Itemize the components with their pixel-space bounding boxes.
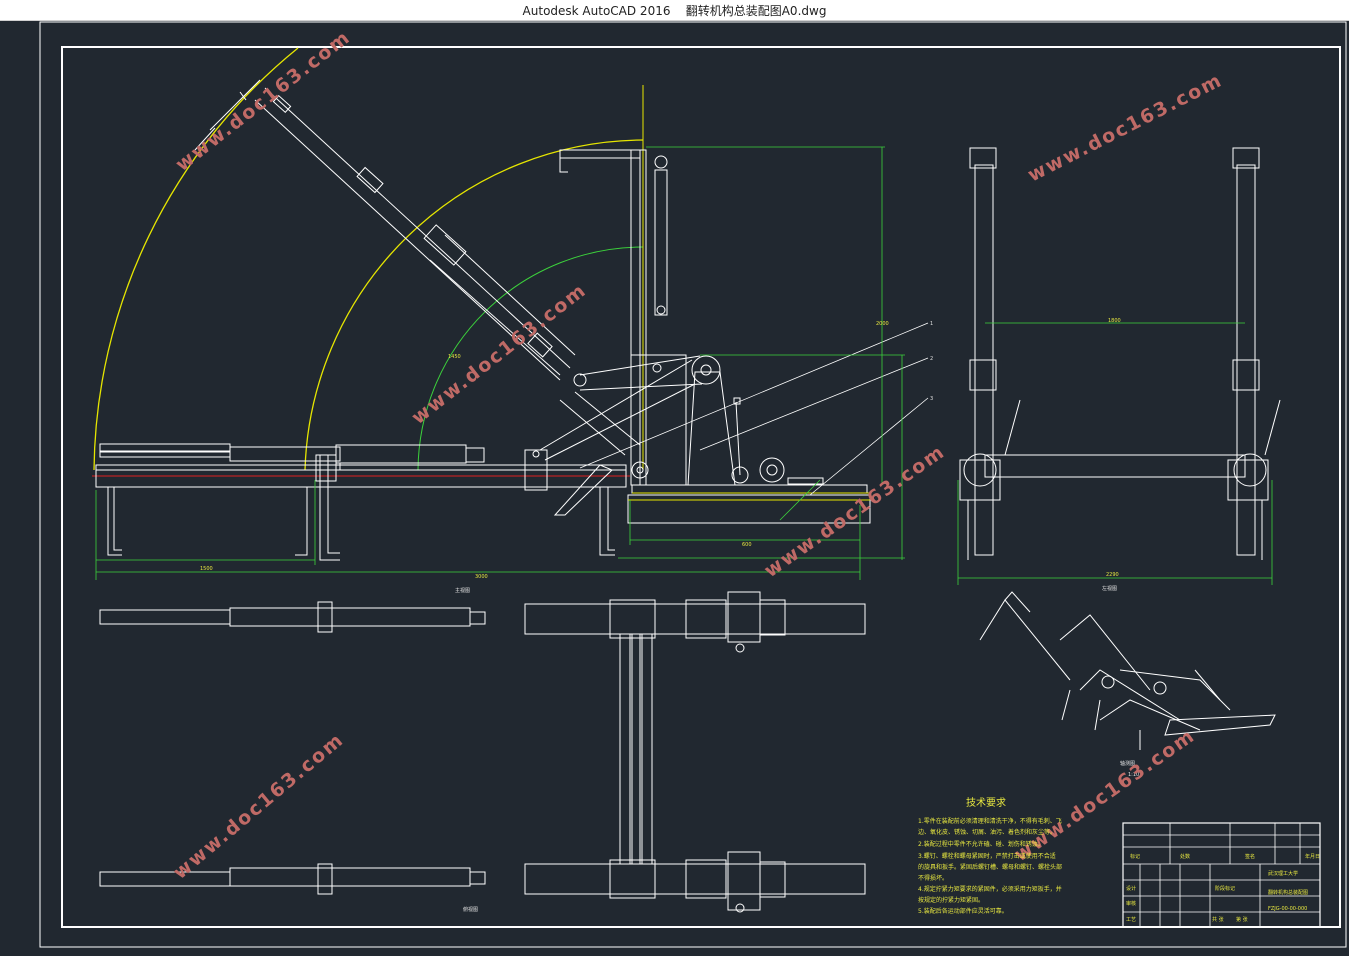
tech-req-title: 技术要求 bbox=[966, 796, 1006, 809]
top-view bbox=[99, 591, 866, 913]
leader-1: 1 bbox=[930, 321, 933, 327]
inner-border bbox=[61, 46, 1341, 928]
dim-text: 1800 bbox=[1108, 318, 1121, 324]
tech-req-line: 1.零件在装配前必须清理和清洗干净，不得有毛刺、飞 bbox=[918, 817, 1062, 825]
tech-req-line: 不得损坏。 bbox=[918, 874, 948, 882]
tech-req-line: 按规定的拧紧力矩紧固。 bbox=[918, 896, 984, 904]
title-block-role: 设计 bbox=[1126, 885, 1136, 892]
dim-text: 3000 bbox=[475, 574, 488, 580]
label-top-view: 俯视图 bbox=[463, 906, 478, 913]
label-iso-view: 轴测图 bbox=[1120, 760, 1135, 767]
swing-arc-outer bbox=[93, 47, 299, 471]
watermark: www.doc163.com bbox=[169, 728, 348, 883]
leader-3: 3 bbox=[930, 396, 933, 402]
watermark: www.doc163.com bbox=[408, 279, 591, 429]
title-block-role: 工艺 bbox=[1126, 917, 1136, 923]
dim-text: 2290 bbox=[1106, 572, 1119, 578]
tech-req-line: 3.螺钉、螺栓和螺母紧固时，严禁打击或使用不合适 bbox=[918, 852, 1056, 860]
drawing-canvas[interactable]: 主视图 左视图 俯视图 轴测图 1:10 1 2 3 1500 3000 600… bbox=[0, 21, 1349, 956]
dim-text: 1500 bbox=[200, 566, 213, 572]
title-block-field: 共 张 bbox=[1212, 916, 1224, 923]
title-block-role: 审核 bbox=[1126, 900, 1136, 907]
swing-arc-inner bbox=[304, 139, 644, 471]
dim-text: 1450 bbox=[448, 354, 461, 360]
angle-dimension-arc bbox=[417, 246, 644, 471]
tech-req-line: 边、氧化皮、锈蚀、切屑、油污、着色剂和灰尘等。 bbox=[918, 828, 1056, 836]
title-block-field: 阶段标记 bbox=[1215, 885, 1235, 892]
title-block-header: 标记 bbox=[1130, 853, 1140, 860]
title-block-header: 签名 bbox=[1245, 853, 1255, 860]
tech-req-line: 的旋具和扳手。紧固后螺钉槽、螺母和螺钉、螺栓头部 bbox=[918, 863, 1062, 871]
label-front-view: 主视图 bbox=[455, 587, 470, 594]
tech-req-line: 4.规定拧紧力矩要求的紧固件，必须采用力矩扳手，并 bbox=[918, 885, 1062, 893]
title-block-header: 处数 bbox=[1180, 853, 1190, 860]
title-bar: Autodesk AutoCAD 2016 翻转机构总装配图A0.dwg bbox=[0, 0, 1349, 21]
title-block-drawing-no: FZJG-00-00-000 bbox=[1268, 906, 1307, 912]
side-view bbox=[957, 147, 1281, 585]
window-title: Autodesk AutoCAD 2016 翻转机构总装配图A0.dwg bbox=[522, 4, 827, 18]
technical-requirements: 技术要求 1.零件在装配前必须清理和清洗干净，不得有毛刺、飞 边、氧化皮、锈蚀、… bbox=[918, 796, 1062, 915]
title-block bbox=[1122, 822, 1321, 928]
outer-border bbox=[39, 21, 1347, 948]
label-iso-scale: 1:10 bbox=[1128, 772, 1139, 778]
leader-2: 2 bbox=[930, 356, 933, 362]
title-block-drawing-name: 翻转机构总装配图 bbox=[1268, 889, 1308, 896]
watermark: www.doc163.com bbox=[1024, 69, 1226, 186]
dim-text: 2000 bbox=[876, 321, 889, 327]
title-block-field: 第 张 bbox=[1236, 916, 1248, 923]
dim-text: 600 bbox=[742, 542, 752, 548]
iso-view bbox=[979, 591, 1276, 750]
tech-req-line: 2.装配过程中零件不允许磕、碰、划伤和锈蚀。 bbox=[918, 840, 1044, 848]
watermark: www.doc163.com bbox=[172, 26, 355, 176]
tech-req-line: 5.装配后各运动部件应灵活可靠。 bbox=[918, 907, 1008, 915]
front-view bbox=[92, 47, 929, 580]
label-side-view: 左视图 bbox=[1102, 585, 1117, 592]
title-block-school: 武汉理工大学 bbox=[1268, 870, 1298, 877]
cad-drawing: 主视图 左视图 俯视图 轴测图 1:10 1 2 3 1500 3000 600… bbox=[39, 21, 1347, 948]
title-block-header: 年月日 bbox=[1305, 853, 1320, 860]
